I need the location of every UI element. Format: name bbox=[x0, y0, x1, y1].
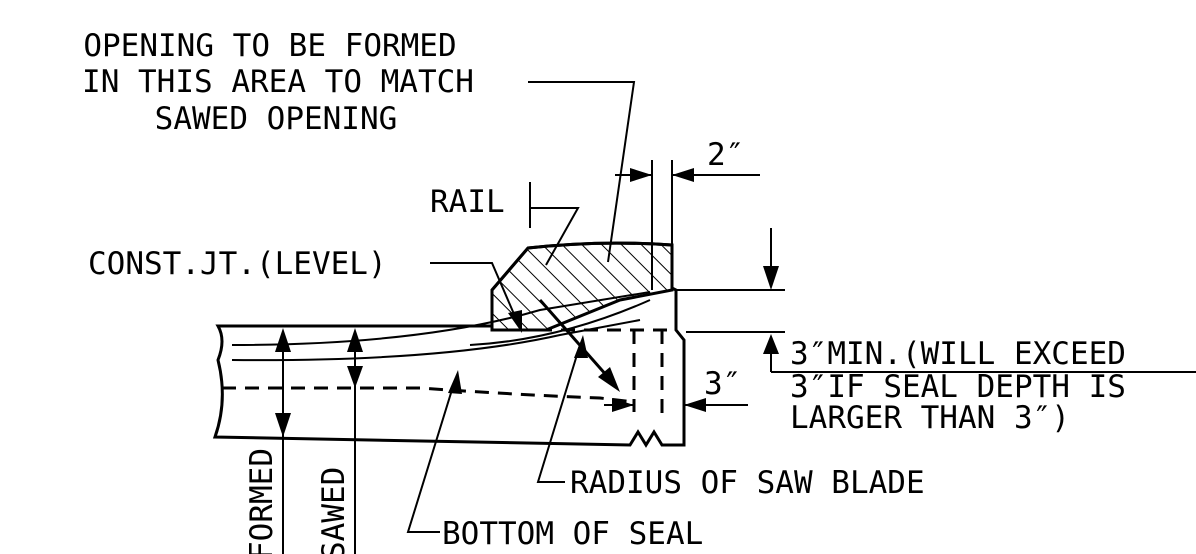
sawed-label: SAWED bbox=[316, 467, 352, 554]
radius-label: RADIUS OF SAW BLADE bbox=[570, 465, 925, 501]
bottom-seal-leader bbox=[406, 379, 456, 533]
sawed-arrow-bottom bbox=[347, 366, 363, 388]
bottom-seal-line bbox=[222, 386, 635, 404]
dim-3in-label: 3″ bbox=[704, 366, 741, 402]
dim-3in-arrow-right bbox=[684, 398, 706, 412]
formed-label: FORMED bbox=[244, 448, 280, 554]
dim-2in-arrow-left bbox=[630, 168, 652, 182]
depth-arrow-head bbox=[763, 266, 779, 290]
min-note-line-2: 3″IF SEAL DEPTH IS bbox=[790, 369, 1126, 405]
formed-arrow-top bbox=[275, 328, 291, 352]
dim-3in-arrow-left bbox=[612, 398, 634, 412]
bottom-seal-label: BOTTOM OF SEAL bbox=[442, 516, 703, 552]
rail-section bbox=[490, 241, 674, 332]
saw-radius-line bbox=[538, 299, 617, 386]
saw-curve bbox=[469, 299, 651, 346]
slab-outline bbox=[212, 241, 686, 448]
radius-leader bbox=[536, 344, 581, 483]
min-dim-arrow bbox=[763, 334, 779, 354]
min-note-line-3: LARGER THAN 3″) bbox=[790, 400, 1070, 436]
bottom-seal-arrow bbox=[448, 370, 462, 394]
dim-2in-arrow-right bbox=[672, 168, 694, 182]
sawed-arrow-top bbox=[347, 328, 363, 352]
formed-arrow-bottom bbox=[275, 413, 291, 437]
rail-label: RAIL bbox=[430, 184, 505, 220]
opening-note-line-3: SAWED OPENING bbox=[155, 101, 398, 137]
seal-curve-lower bbox=[231, 319, 641, 362]
dim-2in-label: 2″ bbox=[707, 137, 744, 173]
min-note-line-1: 3″MIN.(WILL EXCEED bbox=[790, 336, 1126, 372]
saw-radius-arrow bbox=[598, 367, 620, 392]
opening-note-line-2: IN THIS AREA TO MATCH bbox=[82, 64, 474, 100]
radius-arrow bbox=[574, 335, 588, 358]
opening-leader bbox=[528, 81, 636, 263]
opening-note-line-1: OPENING TO BE FORMED bbox=[83, 28, 456, 64]
const-jt-label: CONST.JT.(LEVEL) bbox=[88, 246, 387, 282]
